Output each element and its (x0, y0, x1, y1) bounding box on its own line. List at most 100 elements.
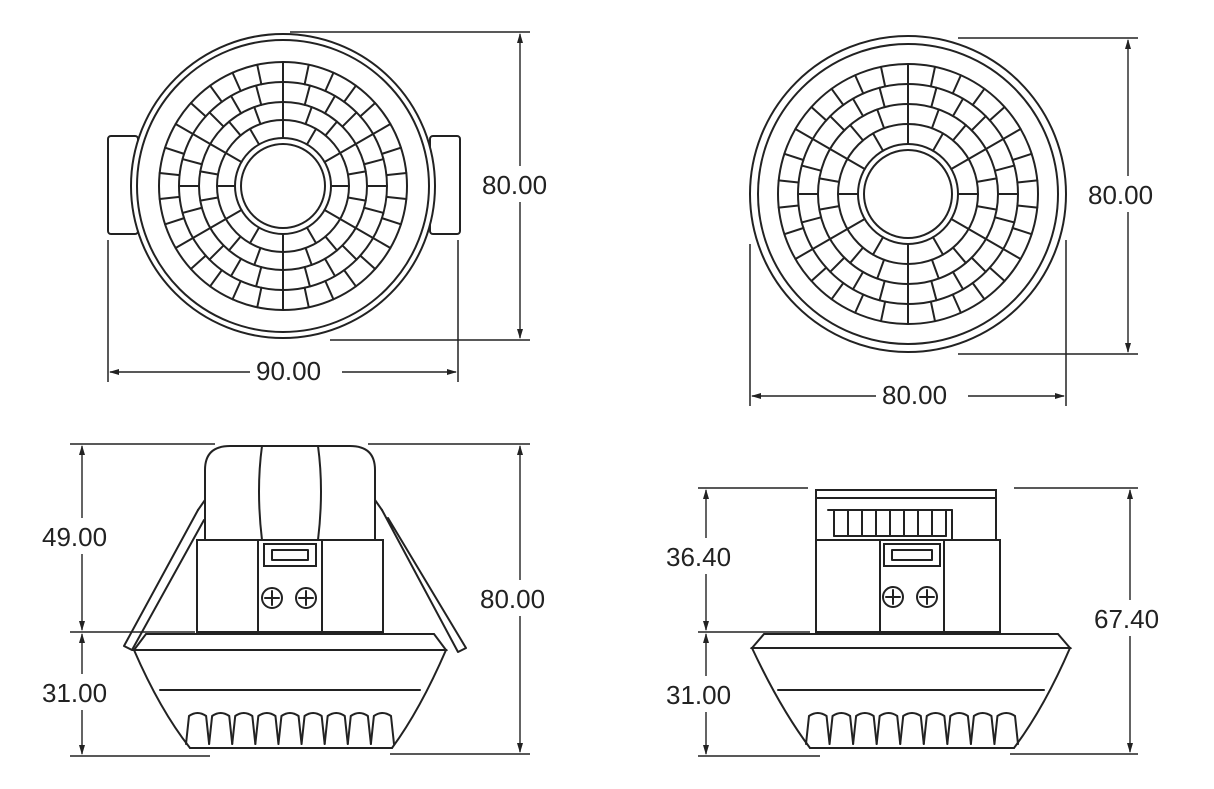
lens-facet (852, 712, 878, 745)
lens-divider (952, 97, 964, 118)
lens-divider (191, 133, 212, 145)
lens-divider (253, 247, 262, 266)
lens-divider (324, 280, 335, 301)
lens-divider (810, 266, 828, 282)
lens-divider (849, 246, 865, 264)
lens-divider (818, 205, 841, 211)
lens-divider (849, 124, 865, 142)
lens-divider (1011, 226, 1033, 236)
lens-segments (158, 61, 408, 311)
lens-divider (303, 266, 311, 288)
lens-divider (993, 216, 1016, 224)
lens-divider (967, 228, 987, 240)
lens-divider (359, 254, 377, 270)
lens-divider (372, 123, 392, 135)
lens-facet (277, 712, 303, 745)
lens-divider (228, 120, 242, 137)
lens-divider (878, 279, 886, 302)
lens-divider (158, 172, 181, 177)
lens-divider (971, 87, 986, 107)
lens-facet (323, 712, 349, 745)
lens-divider (984, 238, 1005, 250)
lens-divider (224, 152, 243, 163)
lens-divider (950, 218, 970, 230)
lens-divider (341, 111, 358, 128)
lens-divider (199, 196, 220, 202)
dimension-label: 31.00 (42, 678, 107, 708)
lens-divider (777, 204, 800, 209)
top-view-round: 80.00 80.00 (749, 35, 1168, 412)
screw-icon (295, 587, 317, 609)
lens-divider (181, 158, 203, 166)
lens-divider (830, 87, 845, 107)
lens-divider (930, 86, 938, 109)
lens-divider (385, 172, 408, 177)
lens-facet (185, 712, 211, 745)
top-view-with-clips: 80.00 90.00 (107, 31, 562, 388)
lens-divider (993, 164, 1016, 172)
lens-divider (174, 237, 194, 249)
lens-divider (346, 196, 367, 202)
lens-divider (255, 84, 263, 106)
lens-divider (988, 266, 1006, 282)
lens-divider (1016, 179, 1039, 184)
lens-divider (209, 218, 227, 229)
lens-facet (208, 712, 234, 745)
lens-divider (950, 158, 970, 170)
lens-divider (852, 97, 864, 118)
lens-divider (930, 279, 938, 302)
lens-divider (363, 158, 385, 166)
lens-divider (164, 146, 186, 155)
lens-divider (343, 84, 357, 103)
lens-divider (249, 226, 260, 245)
dimension-label: 80.00 (1088, 180, 1153, 210)
lens-divider (164, 217, 186, 226)
lens-divider (878, 86, 886, 109)
lens-divider (783, 152, 805, 162)
lens-divider (930, 108, 940, 130)
lens-divider (256, 286, 263, 309)
lens-divider (230, 257, 242, 278)
lens-divider (304, 106, 313, 125)
lens-divider (951, 124, 967, 142)
lens-facets (805, 712, 1019, 745)
lens-divider (303, 63, 310, 86)
lens-segments (777, 63, 1039, 325)
lens-divider (191, 227, 212, 239)
lens-divider (970, 256, 987, 273)
lens-facet (946, 712, 972, 745)
lens-divider (829, 256, 846, 273)
lens-divider (932, 236, 944, 256)
lens-divider (929, 300, 937, 323)
lens-divider (385, 195, 408, 200)
lens-facet (899, 712, 925, 745)
side-view-tall: 49.00 31.00 80.00 (40, 443, 562, 757)
lens-divider (872, 236, 884, 256)
lens-divider (372, 237, 392, 249)
dimension-label: 80.00 (482, 170, 547, 200)
lens-divider (306, 127, 317, 146)
lens-facet (828, 712, 855, 745)
lens-divider (181, 206, 203, 214)
lens-divider (930, 258, 940, 280)
lens-divider (209, 269, 223, 288)
lens-divider (811, 138, 832, 150)
lens-facet (346, 712, 372, 745)
lens-divider (829, 228, 849, 240)
lens-divider (174, 123, 194, 135)
lens-divider (323, 152, 342, 163)
lens-divider (324, 120, 338, 137)
lens-divider (876, 258, 886, 280)
lens-divider (951, 293, 962, 314)
lens-facet (969, 712, 996, 745)
lens-divider (343, 269, 357, 288)
screw-icon (882, 586, 904, 608)
side-view-short: 36.40 31.00 67.40 (664, 487, 1174, 757)
lens-divider (380, 217, 402, 226)
lens-divider (800, 216, 823, 224)
lens-divider (971, 281, 986, 301)
lens-divider (975, 205, 998, 211)
lens-divider (339, 218, 357, 229)
lens-divider (967, 148, 987, 160)
